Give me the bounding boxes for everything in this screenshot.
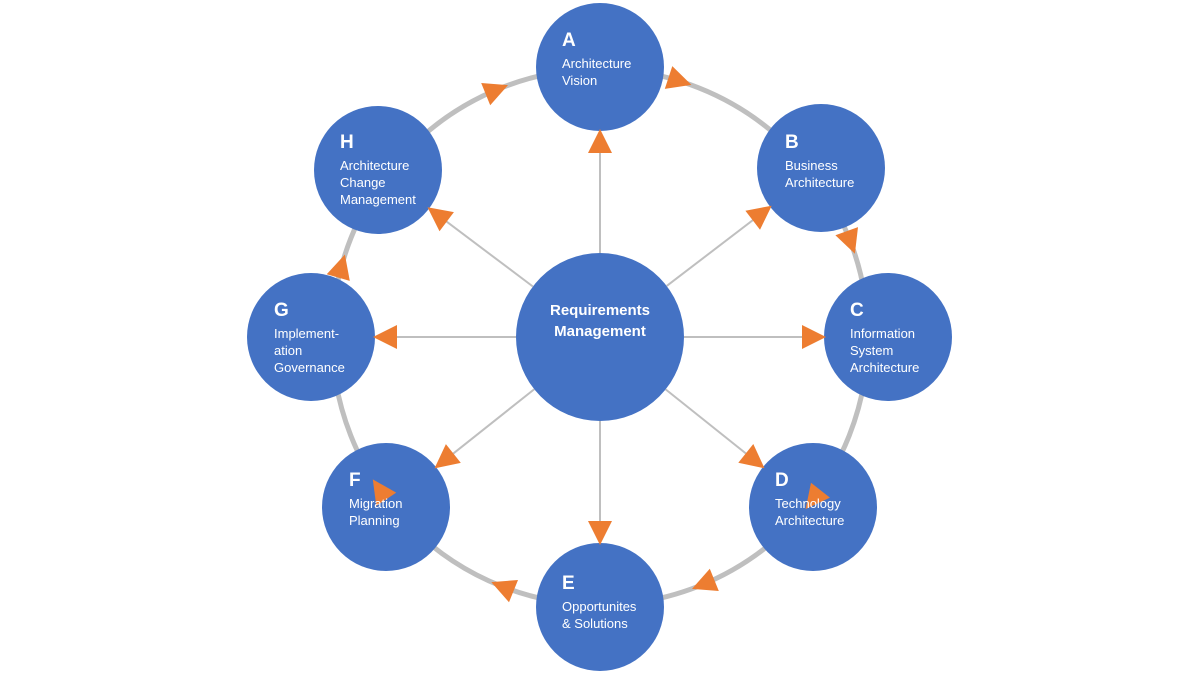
cycle-arrow-5 [491, 580, 518, 603]
spoke-arrow-d [738, 444, 765, 469]
spoke-arrow-e [588, 521, 612, 545]
spoke-arrow-b [745, 205, 772, 230]
arrowheads [326, 66, 858, 603]
cycle-arrow-2 [835, 227, 858, 254]
phase-a-node [536, 3, 664, 131]
spoke-arrow-c [802, 325, 826, 349]
cycle-arrow-8 [481, 83, 508, 106]
spoke-arrow-f [434, 444, 461, 469]
cycle-arrow-3 [805, 482, 830, 510]
phase-d-node [749, 443, 877, 571]
cycle-arrow-7 [326, 254, 350, 281]
phase-nodes [247, 3, 952, 671]
spoke-arrow-g [373, 325, 397, 349]
spoke-arrow-a [588, 129, 612, 153]
phase-h-node [314, 106, 442, 234]
cycle-arrow-6 [372, 479, 397, 506]
cycle-arrow-4 [692, 568, 719, 591]
phase-f-node [322, 443, 450, 571]
phase-e-node [536, 543, 664, 671]
center-node [516, 253, 684, 421]
center-label: Requirements Management [549, 302, 651, 340]
phase-c-node [824, 273, 952, 401]
spoke-arrow-h [427, 207, 454, 232]
phase-g-node [247, 273, 375, 401]
phase-b-node [757, 104, 885, 232]
cycle-arrow-1 [664, 66, 692, 89]
